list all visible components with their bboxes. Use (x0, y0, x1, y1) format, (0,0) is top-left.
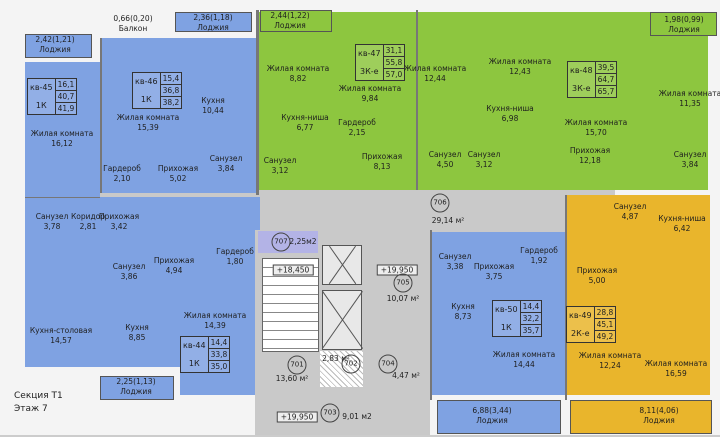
apartment-50-zone[interactable] (432, 232, 565, 395)
wall (416, 10, 418, 190)
elevator-shaft (322, 290, 362, 350)
room-area-707: 2,25м2 (289, 237, 317, 246)
room-number-702: 702 (341, 354, 361, 374)
wall (430, 230, 432, 400)
apartment-45-zone[interactable] (25, 62, 100, 197)
loggia-label: 6,88(3,44)Лоджия (472, 406, 512, 425)
loggia-46 (175, 12, 252, 32)
loggia-label: 8,11(4,06)Лоджия (639, 406, 679, 425)
elevator-shaft (322, 245, 362, 285)
room-number-704: 704 (378, 354, 398, 374)
loggia-45 (25, 34, 92, 58)
floor-number: Этаж 7 (14, 404, 48, 414)
apartment-44-zone-2[interactable] (180, 235, 260, 395)
section-name: Секция Т1 (14, 391, 63, 401)
room-area-701: 13,60 м² (275, 374, 309, 383)
wall (565, 195, 567, 400)
level-mark: +19,950 (376, 264, 418, 276)
room-number-706: 706 (430, 193, 450, 213)
loggia-label: 1,98(0,99)Лоджия (664, 15, 704, 34)
section-floor-caption: Секция Т1 Этаж 7 (14, 390, 63, 416)
wall (100, 38, 102, 193)
loggia-label: 2,44(1,22)Лоджия (270, 11, 310, 30)
room-area-704: 4,47 м² (392, 371, 420, 380)
apartment-46-zone[interactable] (100, 38, 258, 193)
room-number-701: 701 (287, 355, 307, 375)
room-area-703: 9,01 м2 (342, 412, 372, 421)
loggia-50 (437, 400, 561, 434)
room-area-702: 2,83 м² (322, 354, 350, 363)
apartment-49-zone[interactable] (565, 195, 710, 395)
apartment-48-zone[interactable] (418, 12, 708, 190)
loggia-44 (100, 376, 174, 400)
loggia-48 (650, 12, 717, 36)
apartment-47-zone[interactable] (258, 12, 418, 190)
room-number-705: 705 (393, 273, 413, 293)
balcony-label: 0,66(0,20)Балкон (113, 14, 153, 33)
level-mark: +19,950 (276, 411, 318, 423)
room-area-705: 10,07 м² (386, 294, 420, 303)
wall (25, 197, 100, 198)
room-number-703: 703 (320, 403, 340, 423)
loggia-49 (570, 400, 712, 434)
loggia-47 (260, 10, 332, 32)
loggia-label: 2,42(1,21)Лоджия (35, 35, 75, 54)
wall (0, 435, 720, 437)
level-mark: +18,450 (272, 264, 314, 276)
loggia-label: 2,25(1,13)Лоджия (116, 377, 156, 396)
wall (256, 10, 259, 195)
loggia-label: 2,36(1,18)Лоджия (193, 13, 233, 32)
room-area-706: 29,14 м² (431, 216, 465, 225)
room-number-707: 707 (271, 232, 291, 252)
